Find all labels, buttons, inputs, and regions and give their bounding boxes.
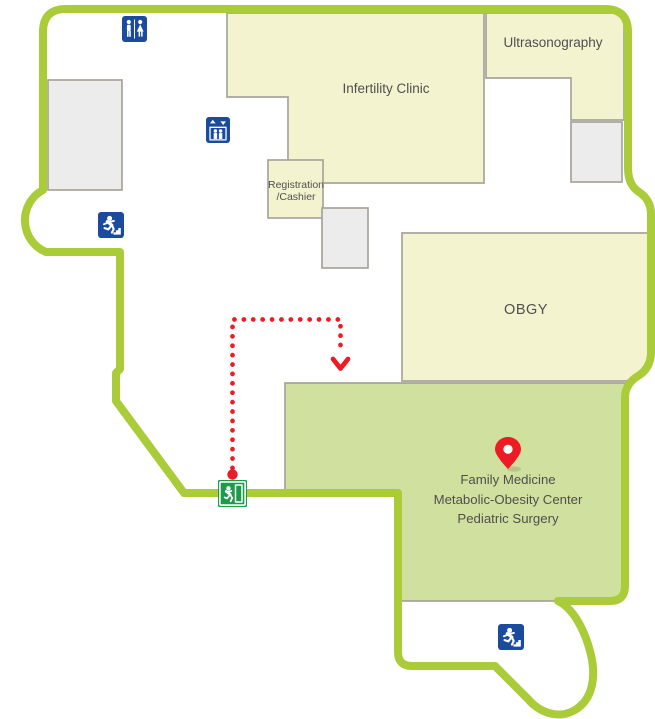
room-ultrasonography [485,12,625,121]
infertility-clinic-label: Infertility Clinic [342,81,429,96]
registration-label-line2: /Cashier [276,191,316,203]
restroom-icon [122,16,147,42]
room-utility-middle [321,207,369,269]
route-start-dot [227,469,238,480]
emergency-exit-stairs-icon [496,622,526,652]
room-utility-top-left [47,79,123,191]
location-pin-icon [495,437,521,472]
emergency-exit-door-icon [218,480,247,507]
room-utility-right [570,121,623,183]
outer-wall [20,5,655,719]
route-dotted-path [230,317,343,471]
elevator-icon [206,117,230,143]
destination-label-line3: Pediatric Surgery [457,511,559,526]
ultrasonography-label: Ultrasonography [503,35,602,50]
destination-label-line1: Family Medicine [460,472,555,487]
route-arrow [330,356,351,371]
room-infertility-clinic [226,12,485,184]
emergency-exit-stairs-icon [96,210,126,240]
registration-label-line1: Registration [268,179,324,191]
room-registration-cashier [267,159,324,219]
destination-label-line2: Metabolic-Obesity Center [434,492,583,507]
obgy-label: OBGY [504,302,548,318]
